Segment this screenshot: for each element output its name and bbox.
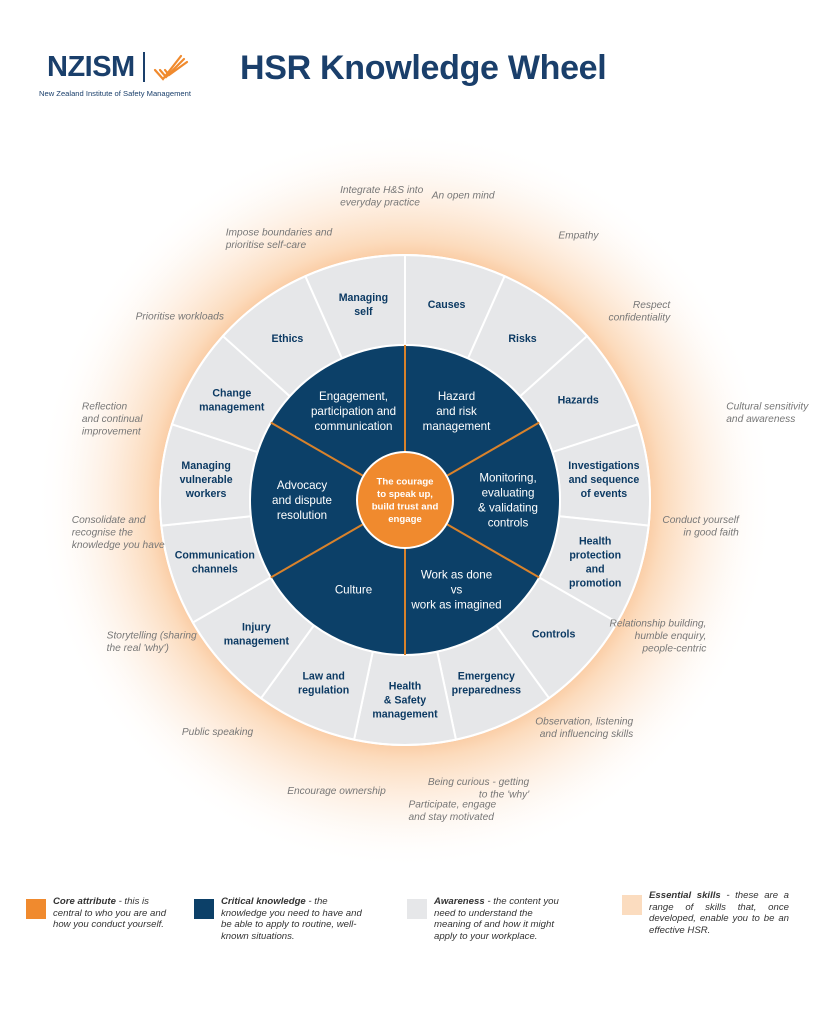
skill-label: Prioritise workloads [136,311,224,322]
skill-label: Public speaking [182,727,254,738]
critical-divider [270,523,364,579]
critical-divider [270,421,364,477]
critical-divider [446,421,540,477]
skill-label: Empathy [558,230,599,241]
critical-divider [446,523,540,579]
legend-text-awareness: Awareness - the content you need to unde… [434,896,559,942]
legend-swatch-skills [622,895,642,915]
nzism-logo: NZISM New Zealand Institute of Safety Ma… [39,50,239,102]
awareness-outline [159,254,651,746]
critical-label: Culture [335,583,372,596]
page-title: HSR Knowledge Wheel [240,49,607,87]
skill-label: An open mind [431,190,495,201]
legend-text-skills: Essential skills - these are a range of … [649,890,789,936]
legend-swatch-core [26,899,46,919]
header: NZISM New Zealand Institute of Safety Ma… [0,0,819,110]
legend-text-core: Core attribute - this is central to who … [53,896,167,930]
awareness-label: Hazards [558,395,599,407]
awareness-label: Controls [532,629,576,641]
logo-subtitle: New Zealand Institute of Safety Manageme… [39,89,191,98]
awareness-label: Risks [508,333,536,345]
legend-swatch-critical [194,899,214,919]
logo-wordmark: NZISM [47,51,135,83]
skill-label: Relationship building,humble enquiry,peo… [610,618,707,654]
logo-tick-icon [153,54,189,81]
logo-divider [143,52,145,82]
skill-label: Encourage ownership [287,786,386,797]
legend-text-critical: Critical knowledge - the knowledge you n… [221,896,362,942]
core-circle [356,451,454,549]
legend-swatch-awareness [407,899,427,919]
legend: Core attribute - this is central to who … [0,890,819,1010]
awareness-label: Ethics [272,333,304,345]
awareness-label: Causes [428,299,466,311]
